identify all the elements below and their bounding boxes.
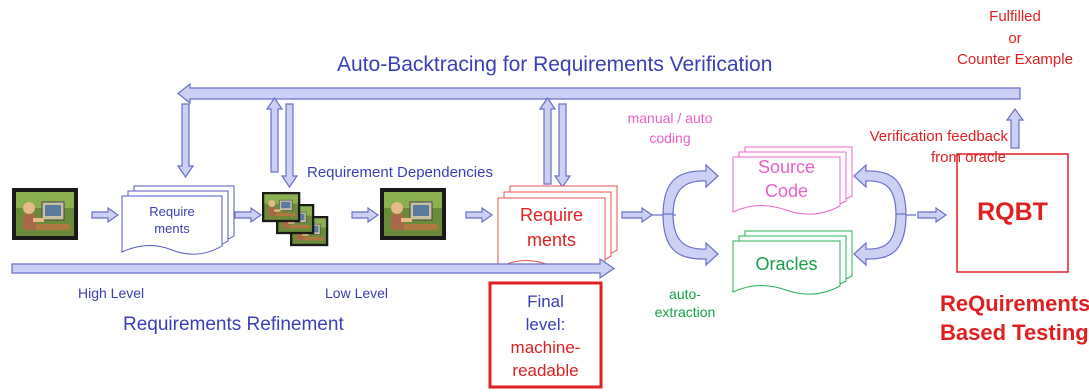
rqbt-expansion-line-2: Based Testing [940,320,1089,345]
flow-arrow-5 [621,206,654,224]
requirements-1-line-2: ments [154,221,190,236]
oracles-doc-stack [732,230,853,295]
down-arrow-final [553,103,572,189]
feedback-up-arrow [1005,107,1025,149]
source-code-line-2: Code [764,181,809,201]
rqbt-expansion-line-2-text: Based Testing [940,320,1089,345]
requirements-doc-stack-2 [497,185,618,272]
source-code-line-1: Source [757,157,816,177]
backtrace-arrow [177,82,1021,105]
rqbt-expansion-line-1-text: ReQuirements- [940,291,1089,316]
up-arrow-deps [265,96,284,173]
oracles-label: Oracles [755,254,818,274]
person-icon-high [11,187,79,241]
or-label: or [1008,30,1022,47]
extraction-label-2: extraction [654,304,716,320]
flow-arrow-6 [917,206,948,224]
curve-to-source [662,163,719,217]
coding-label-1: manual / auto [627,110,713,126]
final-level-line-4: readable [512,361,579,380]
requirements-2-line-2: ments [526,230,577,250]
curve-to-oracles [662,213,719,267]
requirements-doc-stack-1 [121,185,235,255]
up-arrow-final [538,96,557,185]
final-level-line-2: level: [525,315,566,334]
person-icon-low [379,187,447,241]
rqbt-label: RQBT [977,198,1048,226]
flow-arrow-2 [234,206,263,224]
source-code-doc-stack [732,146,853,215]
person-stack-icon [261,191,329,247]
low-level-label: Low Level [325,285,389,301]
coding-label-2: coding [649,130,691,146]
refinement-arrow [11,257,616,280]
requirements-2-line-1: Require [519,205,584,225]
final-level-box [488,281,603,389]
rqbt-box [956,153,1069,273]
final-level-line-1: Final [527,292,564,311]
dependencies-label: Requirement Dependencies [307,164,493,181]
down-arrow-deps [280,103,299,189]
feedback-line-2: from oracle [930,149,1006,166]
refinement-label: Requirements Refinement [123,314,344,335]
backtrace-title: Auto-Backtracing for Requirements Verifi… [337,53,773,76]
curve-from-source [853,163,907,217]
high-level-label: High Level [78,285,145,301]
flow-arrow-3 [351,206,380,224]
curve-from-oracles [853,213,907,267]
final-level-line-3: machine- [510,338,581,357]
down-arrow-1 [176,103,195,179]
flow-arrow-4 [465,206,494,224]
counter-example-label: Counter Example [957,51,1073,68]
rqbt-expansion-line-1: ReQuirements- [940,291,1089,316]
requirements-1-line-1: Require [149,204,195,219]
feedback-line-1: Verification feedback [869,128,1008,145]
flow-arrow-1 [91,206,120,224]
fulfilled-label: Fulfilled [989,8,1041,25]
extraction-label-1: auto- [669,286,701,302]
